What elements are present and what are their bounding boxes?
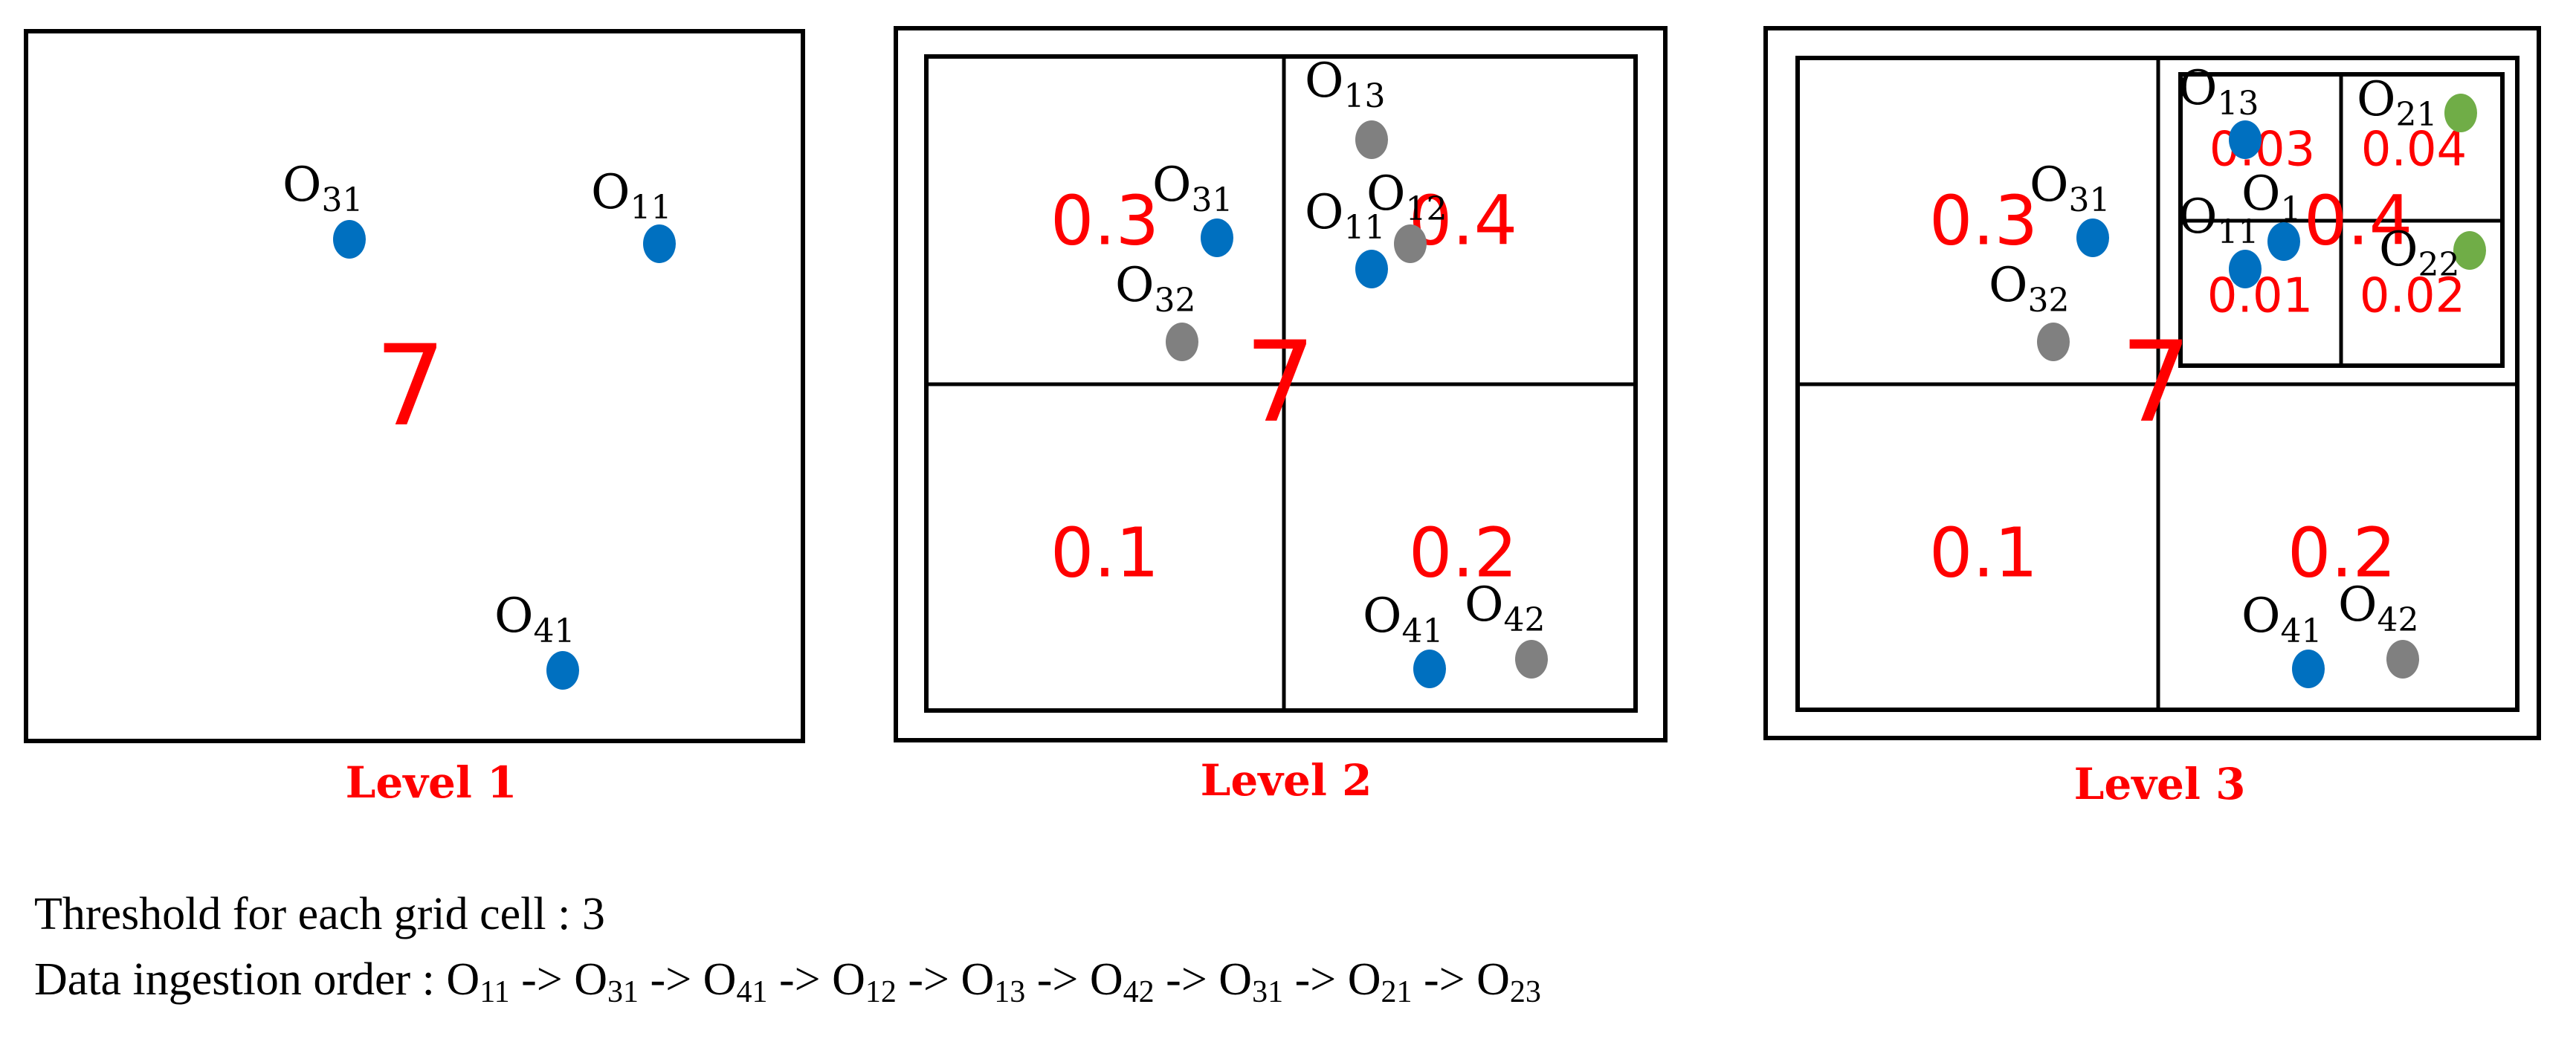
- ingestion-item: O31: [1218, 954, 1284, 1009]
- grid-value: 0.1: [1929, 513, 2038, 592]
- ingestion-item: O31: [574, 954, 639, 1009]
- ingestion-line: Data ingestion order : O11 -> O31 -> O41…: [34, 954, 1541, 1009]
- object-dot-o11: [2229, 250, 2262, 288]
- object-dot-o41: [2292, 650, 2325, 688]
- grid-value: 0.03: [2209, 123, 2316, 178]
- grid-value: 0.2: [2288, 513, 2396, 592]
- level-label: Level 3: [2074, 759, 2246, 809]
- object-dot-o21: [2444, 94, 2477, 132]
- object-label-o31: O31: [1152, 158, 1233, 219]
- object-dot-o42: [1515, 640, 1548, 679]
- ingestion-item: O42: [1089, 954, 1155, 1009]
- ingestion-item: O21: [1347, 954, 1413, 1009]
- level-label: Level 1: [346, 757, 517, 808]
- object-dot-o12: [2267, 222, 2300, 261]
- ingestion-item: O13: [961, 954, 1026, 1009]
- grid-value: 7: [2120, 318, 2191, 447]
- object-label-o41: O41: [494, 589, 575, 650]
- threshold-label: Threshold for each grid cell: [34, 889, 546, 939]
- grid-value: 0.2: [1409, 513, 1517, 592]
- object-label-o11: O11: [591, 165, 671, 227]
- object-dot-o11: [1355, 250, 1388, 288]
- object-label-o32: O32: [1115, 258, 1195, 320]
- object-label-o32: O32: [1989, 258, 2069, 320]
- object-dot-o31: [333, 220, 366, 259]
- object-dot-o42: [2386, 640, 2419, 679]
- ingestion-sequence: O11 -> O31 -> O41 -> O12 -> O13 -> O42 -…: [446, 954, 1541, 1009]
- panel-frame: [894, 26, 1668, 742]
- threshold-line: Threshold for each grid cell : 3: [34, 889, 605, 939]
- object-dot-o13: [2229, 120, 2262, 159]
- object-label-o13: O13: [2178, 61, 2259, 123]
- ingestion-arrow: ->: [1283, 954, 1348, 1005]
- ingestion-arrow: ->: [1154, 954, 1219, 1005]
- object-dot-o32: [2037, 323, 2070, 361]
- object-dot-o12: [1394, 224, 1427, 263]
- object-dot-o31: [2076, 219, 2109, 257]
- grid-value: 0.4: [2304, 181, 2412, 260]
- object-dot-o22: [2453, 231, 2486, 270]
- object-label-o21: O21: [2357, 72, 2437, 134]
- object-dot-o41: [1413, 650, 1446, 688]
- ingestion-item: O12: [832, 954, 897, 1009]
- grid-value: 0.1: [1050, 513, 1159, 592]
- ingestion-arrow: ->: [639, 954, 703, 1005]
- level-label: Level 2: [1201, 755, 1372, 806]
- ingestion-item: O23: [1476, 954, 1541, 1009]
- grid-value: 7: [1245, 318, 1315, 447]
- grid-value: 0.4: [1409, 181, 1517, 260]
- ingestion-item: O41: [703, 954, 768, 1009]
- object-label-o13: O13: [1305, 54, 1385, 115]
- object-label-o31: O31: [2030, 158, 2110, 219]
- ingestion-arrow: ->: [509, 954, 575, 1005]
- object-dot-o32: [1166, 323, 1198, 361]
- grid-value: 0.3: [1929, 181, 2038, 260]
- object-dot-o11: [643, 224, 676, 263]
- grid-value: 7: [375, 322, 445, 451]
- ingestion-label: Data ingestion order: [34, 954, 411, 1005]
- grid-value: 0.3: [1050, 181, 1159, 260]
- ingestion-item: O11: [446, 954, 510, 1009]
- ingestion-arrow: ->: [1025, 954, 1090, 1005]
- panel-frame: [1763, 26, 2541, 740]
- object-dot-o13: [1355, 120, 1388, 159]
- object-label-o31: O31: [283, 158, 363, 219]
- ingestion-arrow: ->: [896, 954, 961, 1005]
- object-label-o41: O41: [2241, 589, 2322, 650]
- grid-value: 0.01: [2207, 269, 2314, 324]
- panel-frame: [24, 29, 805, 743]
- grid-value: 0.04: [2361, 123, 2467, 178]
- ingestion-arrow: ->: [1412, 954, 1477, 1005]
- ingestion-arrow: ->: [767, 954, 833, 1005]
- object-label-o22: O22: [2379, 222, 2459, 284]
- object-label-o12: O1: [2241, 166, 2301, 228]
- object-label-o41: O41: [1363, 589, 1443, 650]
- grid-value: 0.02: [2360, 269, 2466, 324]
- object-dot-o41: [546, 651, 579, 690]
- threshold-value: 3: [581, 889, 605, 939]
- object-dot-o31: [1201, 219, 1233, 257]
